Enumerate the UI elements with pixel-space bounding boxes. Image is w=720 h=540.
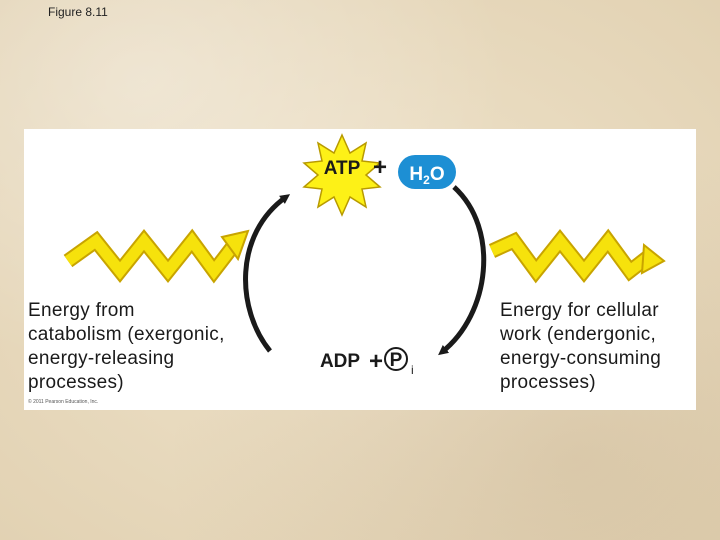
energy-input-zigzag-arrow (63, 228, 250, 284)
plus-sign-top: + (373, 154, 387, 181)
right-text-line: energy-consuming (500, 348, 662, 369)
energy-use-label: Energy for cellular work (endergonic, en… (500, 299, 696, 395)
energy-output-zigzag-arrow (488, 228, 666, 284)
left-text-line: catabolism (exergonic, (28, 324, 225, 345)
energy-source-label: Energy from catabolism (exergonic, energ… (28, 299, 278, 395)
right-text-line: work (endergonic, (500, 324, 657, 345)
adp-label: ADP (320, 351, 360, 372)
water-label: H2O (409, 164, 444, 187)
water-bubble (398, 155, 456, 189)
right-text-line: processes) (500, 372, 596, 393)
atp-cycle-diagram: ATP + H2O ADP + P i (63, 133, 666, 377)
phosphate-label: P (390, 350, 403, 371)
synthesis-arrow (243, 194, 291, 353)
atp-label: ATP (324, 158, 361, 179)
left-text-line: energy-releasing (28, 348, 175, 369)
left-text-line: processes) (28, 372, 124, 393)
right-text-line: Energy for cellular (500, 300, 659, 321)
plus-sign-bottom: + (369, 348, 383, 375)
phosphate-circle (384, 347, 408, 371)
diagram-panel: ATP + H2O ADP + P i Energy from cataboli… (24, 129, 696, 410)
phosphate-subscript: i (411, 363, 414, 377)
left-text-line: Energy from (28, 300, 135, 321)
figure-label: Figure 8.11 (48, 5, 108, 19)
copyright-notice: © 2011 Pearson Education, Inc. (28, 399, 99, 405)
atp-burst-shape (302, 133, 382, 217)
hydrolysis-arrow (438, 185, 487, 356)
